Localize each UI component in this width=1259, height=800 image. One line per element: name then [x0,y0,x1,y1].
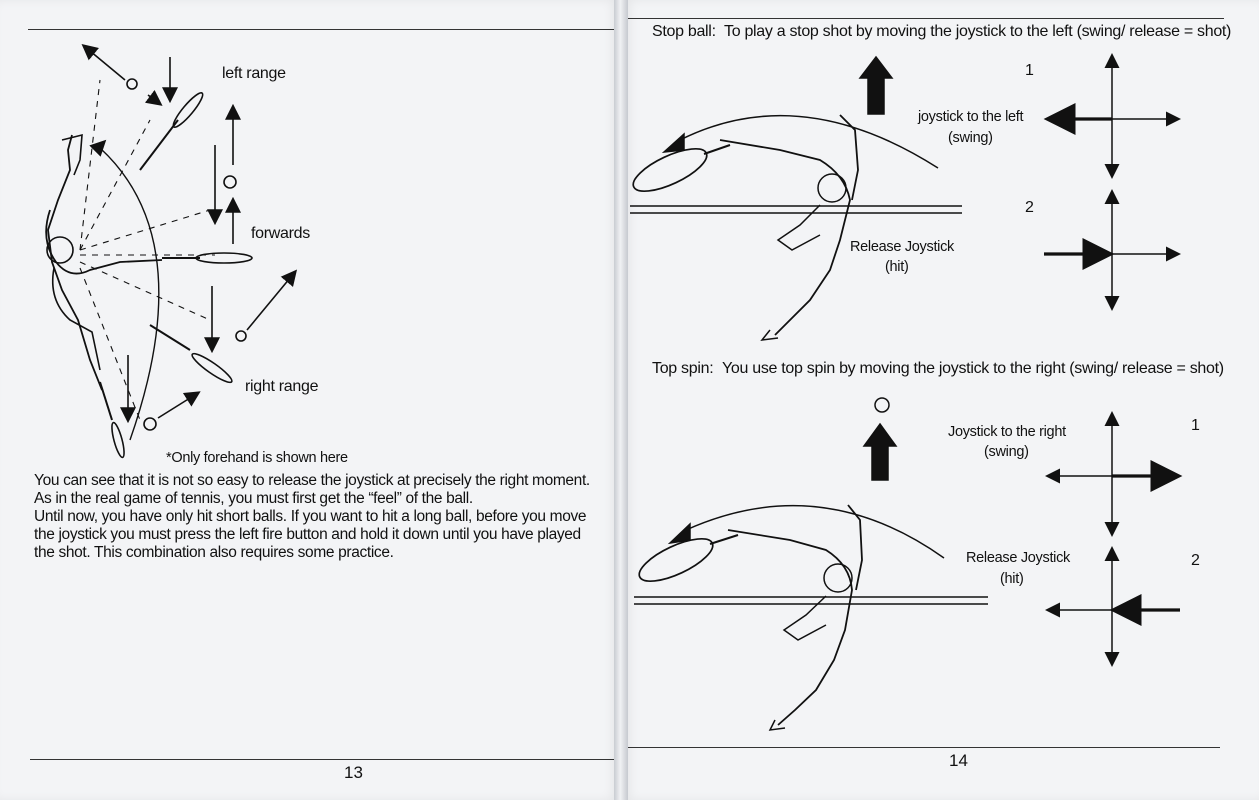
swing-arc [99,147,160,441]
topspin-swing-arc [685,504,945,559]
stop-step1-number: 1 [1025,62,1034,79]
stop-step2-label-2: (hit) [885,259,909,275]
stop-ball-heading: Stop ball: [652,23,716,40]
topspin-step2-label-2: (hit) [1000,571,1024,587]
footnote: *Only forehand is shown here [166,450,348,466]
forehand-range-diagram [45,43,298,459]
stop-step1-label-1: joystick to the left [918,109,1024,125]
left-bottom-rule [30,759,614,760]
right-top-rule [628,18,1224,19]
stop-step2-label-1: Release Joystick [850,239,954,255]
right-bottom-rule [628,747,1220,748]
paragraph-2: Until now, you have only hit short balls… [34,508,587,561]
instruction-paragraph: You can see that it is not so easy to re… [34,472,599,562]
topspin-step1-label-1: Joystick to the right [948,424,1066,440]
topspin-step2-label-1: Release Joystick [966,550,1070,566]
forwards-label: forwards [251,225,310,242]
top-spin-heading: Top spin: [652,360,714,377]
left-top-rule [28,29,614,30]
stop-ball-text: To play a stop shot by moving the joysti… [724,23,1232,40]
topspin-ball [874,397,890,413]
right-range-label: right range [245,378,319,395]
stop-step2-number: 2 [1025,199,1034,216]
top-spin-text: You use top spin by moving the joystick … [722,360,1224,377]
stop-swing-arc [679,114,939,169]
left-page [0,0,618,800]
paragraph-1: You can see that it is not so easy to re… [34,472,590,507]
topspin-up-arrow [862,422,898,481]
page-number-left: 13 [344,763,363,782]
topspin-step1-label-2: (swing) [984,444,1029,460]
stop-step1-label-2: (swing) [948,130,993,146]
topspin-step1-number: 1 [1191,417,1200,434]
right-page [624,0,1259,800]
page-number-right: 14 [949,751,968,770]
topspin-step2-number: 2 [1191,552,1200,569]
book-gutter [614,0,628,800]
left-range-label: left range [222,65,286,82]
stop-up-arrow [858,55,894,115]
